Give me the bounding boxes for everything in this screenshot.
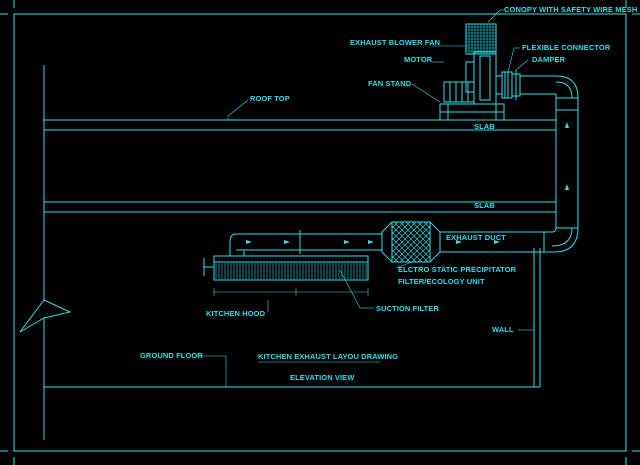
label-slab-middle: SLAB	[474, 201, 495, 210]
exhaust-blower-fan	[465, 51, 502, 105]
hood-duct	[229, 230, 382, 256]
view-name: ELEVATION VIEW	[290, 373, 355, 382]
label-roof-top: ROOF TOP	[250, 94, 290, 103]
sheet-border	[13, 13, 627, 452]
esp-unit	[381, 221, 441, 263]
drawing-title: KITCHEN EXHAUST LAYOU DRAWING	[258, 352, 398, 361]
label-ground-floor: GROUND FLOOR	[140, 351, 203, 360]
fan-stand	[439, 103, 505, 121]
label-exhaust-blower-fan: EXHAUST BLOWER FAN	[350, 38, 440, 47]
left-wall	[19, 65, 45, 440]
label-slab-top: SLAB	[474, 122, 495, 131]
label-canopy: CONOPY WITH SAFETY WIRE MESH	[504, 5, 637, 14]
top-duct	[520, 75, 579, 99]
label-kitchen-hood: KITCHEN HOOD	[206, 309, 266, 318]
flexible-connector	[501, 71, 513, 99]
leader-lines	[196, 9, 534, 387]
bottom-elbow	[551, 227, 579, 253]
kitchen-hood	[203, 255, 369, 296]
label-wall: WALL	[492, 325, 514, 334]
label-esp-line1: ELCTRO STATIC PRECIPITATOR	[398, 265, 517, 274]
label-motor: MOTOR	[404, 55, 433, 64]
label-suction-filter: SUCTION FILTER	[376, 304, 439, 313]
left-wall-break	[43, 299, 72, 319]
label-fan-stand: FAN STAND	[368, 79, 412, 88]
middle-slab	[44, 201, 556, 213]
label-exhaust-duct: EXHAUST DUCT	[446, 233, 506, 242]
label-flexible-connector: FLEXIBLE CONNECTOR	[522, 43, 611, 52]
damper	[511, 70, 521, 100]
right-wall	[533, 248, 541, 387]
flow-arrows-horizontal	[246, 240, 500, 244]
label-damper: DAMPER	[532, 55, 566, 64]
canopy-mesh	[465, 23, 497, 55]
vertical-duct	[555, 97, 579, 229]
flow-arrows-vertical	[565, 122, 569, 190]
label-esp-line2: FILTER/ECOLOGY UNIT	[398, 277, 485, 286]
